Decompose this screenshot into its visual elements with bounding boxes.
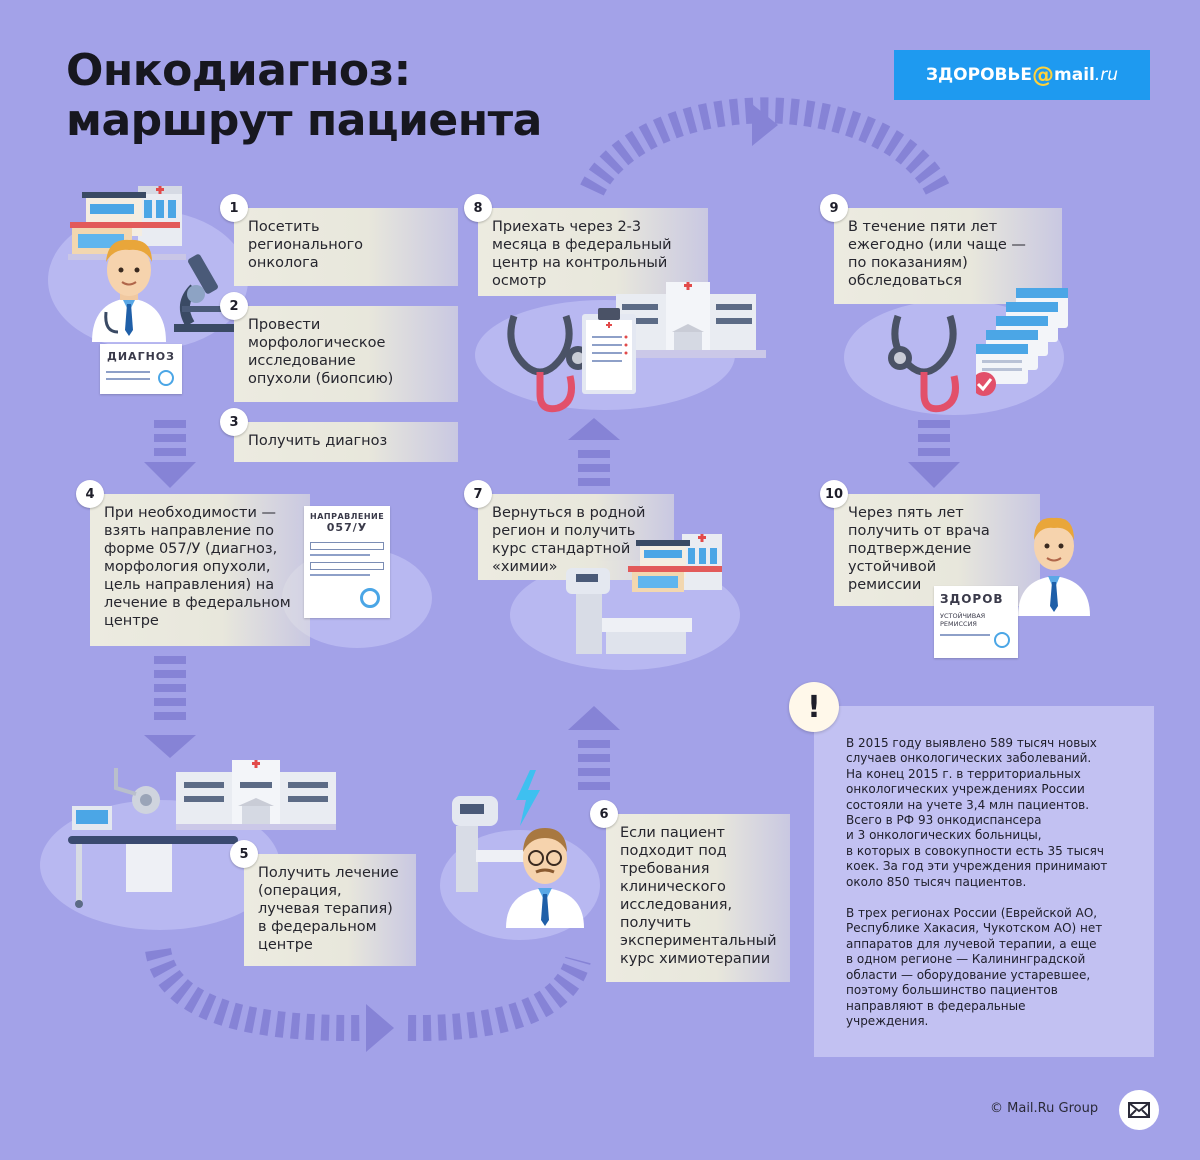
doctor-remission-icon [1018,517,1090,616]
stamp-icon [994,632,1010,648]
referral-label: НАПРАВЛЕНИЕ [310,512,385,521]
diagnosis-label: ДИАГНОЗ [107,350,175,363]
step-8-card: Приехать через 2-3 месяца в федеральный … [478,208,708,296]
step-2-number: 2 [220,292,248,320]
stamp-icon [360,588,380,608]
doctor-icon [92,239,166,342]
logo-brand: mail [1054,65,1095,85]
copyright: © Mail.Ru Group [990,1101,1099,1116]
federal-hospital-small-icon [616,282,766,358]
healthy-label: ЗДОРОВ [940,592,1004,606]
step-5-card: Получить лечение (операция, лучевая тера… [244,854,416,966]
title-line-1: Онкодиагноз: [66,45,411,96]
info-paragraph-2: В трех регионах России (Еврейской АО, Ре… [846,906,1103,1028]
step-1-card: Посетить регионального онколога [234,208,458,286]
doctor-glasses-icon [506,828,584,928]
step-6-number: 6 [590,800,618,828]
step-2-card: Провести морфологическое исследование оп… [234,306,458,402]
step-5-number: 5 [230,840,258,868]
step-4-number: 4 [76,480,104,508]
step-10-number: 10 [820,480,848,508]
mail-button[interactable] [1119,1090,1159,1130]
remission-certificate: ЗДОРОВ УСТОЙЧИВАЯ РЕМИССИЯ [934,586,1018,658]
step-4-card: При необходимости — взять направление по… [90,494,310,646]
step-7-number: 7 [464,480,492,508]
logo-prefix: ЗДОРОВЬЕ [925,65,1033,85]
microscope-icon [174,254,236,332]
exclamation-icon: ! [789,682,839,732]
title-line-2: маршрут пациента [66,95,542,146]
stethoscope-icon [507,314,590,413]
lightning-icon [516,770,540,826]
federal-hospital-icon [176,760,336,830]
regional-hospital-small-icon [628,534,722,592]
referral-document: НАПРАВЛЕНИЕ 057/У [304,506,390,618]
step-8-number: 8 [464,194,492,222]
remission-label: УСТОЙЧИВАЯ РЕМИССИЯ [940,612,986,628]
info-paragraph-1: В 2015 году выявлено 589 тысяч новых слу… [846,736,1108,889]
step-6-card: Если пациент подходит под требования кли… [606,814,790,982]
chemo-machine-icon [566,568,692,654]
step-9-number: 9 [820,194,848,222]
step-1-number: 1 [220,194,248,222]
stamp-icon [158,370,174,386]
logo-at: @ [1032,62,1055,88]
zdorovie-mail-logo[interactable]: ЗДОРОВЬЕ@mail.ru [894,50,1150,100]
radiotherapy-machine-icon [452,796,532,892]
stethoscope-icon-2 [888,314,959,413]
step-3-card: Получить диагноз [234,422,458,462]
referral-form: 057/У [326,521,368,534]
step-3-number: 3 [220,408,248,436]
arrow-down-icon [144,462,196,488]
diagnosis-document: ДИАГНОЗ [100,344,182,394]
calendar-stack-icon [976,288,1068,396]
page-title: Онкодиагноз: маршрут пациента [66,46,542,146]
operating-table-icon [68,768,238,908]
logo-suffix: .ru [1094,65,1119,85]
step-7-card: Вернуться в родной регион и получить кур… [478,494,674,580]
envelope-icon [1128,1102,1150,1118]
info-box: В 2015 году выявлено 589 тысяч новых слу… [814,706,1154,1057]
clipboard-icon [582,308,636,394]
